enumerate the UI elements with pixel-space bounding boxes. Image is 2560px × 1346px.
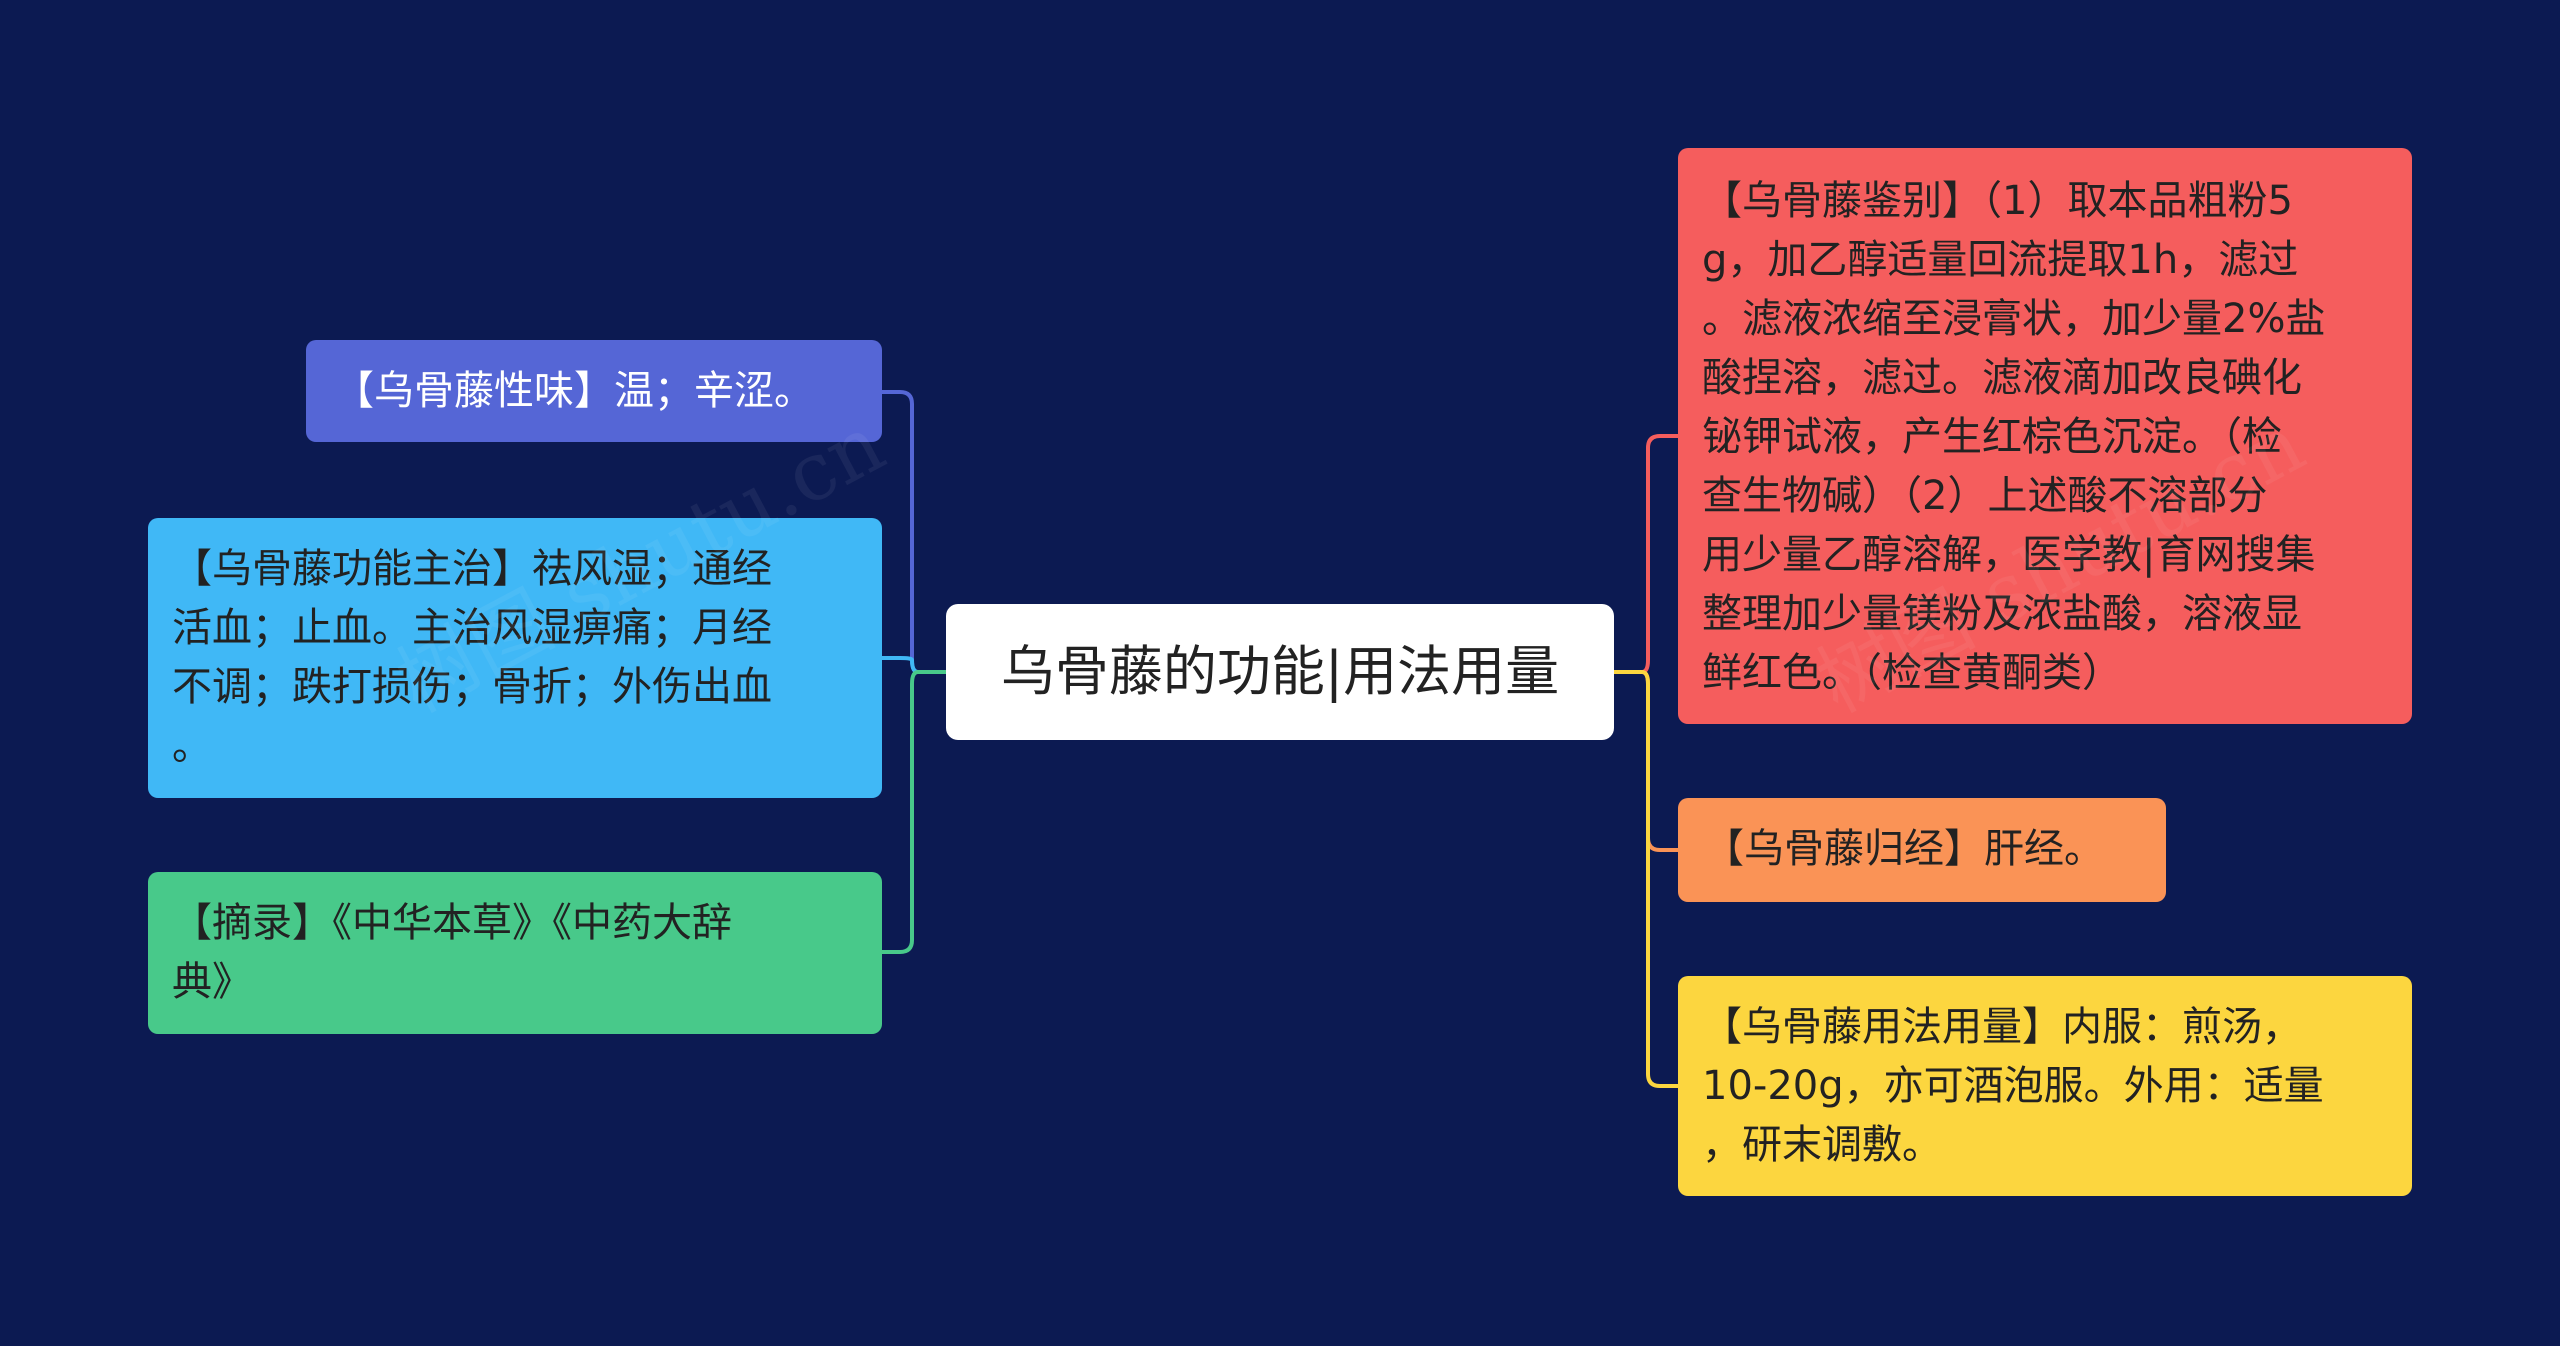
topic-usage-dosage[interactable]: 【乌骨藤用法用量】内服：煎汤， 10-20g，亦可酒泡服。外用：适量 ，研末调敷… (1678, 976, 2412, 1196)
connector-left-1 (882, 390, 946, 674)
connector-right-1 (1614, 434, 1678, 674)
topic-identification[interactable]: 【乌骨藤鉴别】（1）取本品粗粉5 g，加乙醇适量回流提取1h，滤过 。滤液浓缩至… (1678, 148, 2412, 724)
topic-taste-nature[interactable]: 【乌骨藤性味】温；辛涩。 (306, 340, 882, 442)
connector-left-3 (882, 670, 946, 954)
connector-left-2 (882, 656, 946, 674)
central-topic[interactable]: 乌骨藤的功能|用法用量 (946, 604, 1614, 740)
topic-functions-indications[interactable]: 【乌骨藤功能主治】祛风湿；通经 活血；止血。主治风湿痹痛；月经 不调；跌打损伤；… (148, 518, 882, 798)
topic-meridian[interactable]: 【乌骨藤归经】肝经。 (1678, 798, 2166, 902)
topic-source-excerpt[interactable]: 【摘录】《中华本草》《中药大辞 典》 (148, 872, 882, 1034)
connector-right-3 (1614, 670, 1678, 1088)
